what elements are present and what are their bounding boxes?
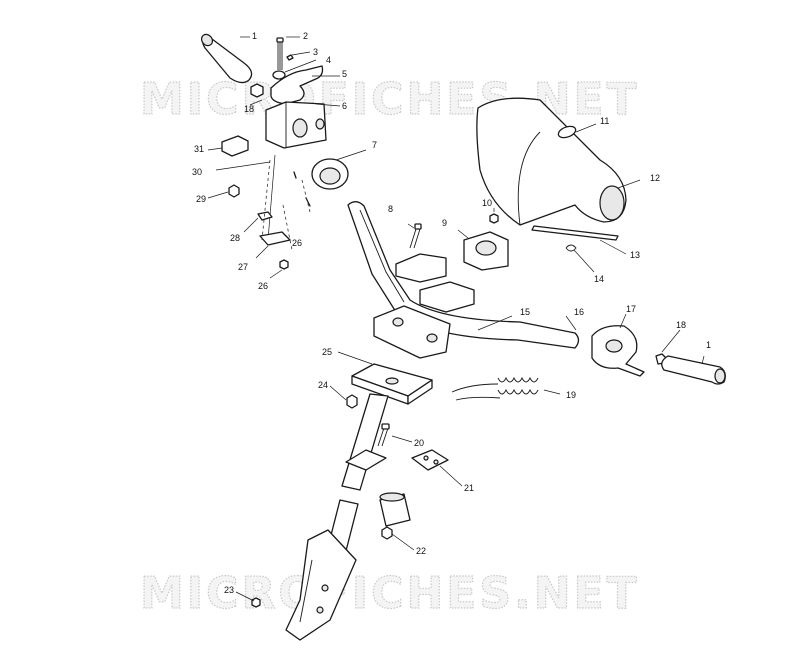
label-part-11	[557, 125, 577, 139]
brake-control-part-17	[591, 325, 645, 377]
callout-1-right: 1	[706, 340, 711, 350]
leader-lines	[207, 36, 705, 602]
callout-5: 5	[342, 69, 347, 79]
callout-12: 12	[650, 173, 660, 183]
callout-4: 4	[326, 55, 331, 65]
bolt-part-20	[377, 423, 390, 447]
callout-1-left: 1	[252, 31, 257, 41]
callout-26-lower: 26	[258, 281, 268, 291]
throttle-housing-part-6	[265, 101, 327, 149]
bolt-part-8	[409, 223, 422, 249]
clip-part-14	[565, 244, 577, 252]
cable-part-30	[267, 154, 276, 241]
callout-25: 25	[322, 347, 332, 357]
callout-9: 9	[442, 218, 447, 228]
callout-27: 27	[238, 262, 248, 272]
bolt-part-2	[276, 37, 284, 70]
clip-part-28	[257, 211, 273, 221]
callout-28: 28	[230, 233, 240, 243]
switch-part-31	[221, 135, 249, 157]
callout-16: 16	[574, 307, 584, 317]
callout-14: 14	[594, 274, 604, 284]
watermark-bottom: MICROFICHES.NET	[140, 568, 640, 619]
callout-labels: 1 2 3 4 5 6 7 8 9 10 11 12 13 14 15 16 1…	[192, 31, 711, 595]
callout-19: 19	[566, 390, 576, 400]
nut-part-24	[346, 394, 358, 409]
assembly-dashes-left	[261, 159, 311, 251]
steering-plate-part-25	[351, 363, 433, 405]
callout-8: 8	[388, 204, 393, 214]
callout-24: 24	[318, 380, 328, 390]
callout-22: 22	[416, 546, 426, 556]
callout-2: 2	[303, 31, 308, 41]
clamp-upper-part-15	[395, 253, 475, 313]
bracket-part-21	[411, 449, 449, 471]
callout-13: 13	[630, 250, 640, 260]
screw-part-3	[286, 54, 294, 61]
callout-18-left: 18	[244, 104, 254, 114]
nut-part-26-lower	[279, 259, 289, 270]
callout-26-upper: 26	[292, 238, 302, 248]
callout-21: 21	[464, 483, 474, 493]
nut-part-29	[228, 184, 240, 198]
tube-part-22	[379, 492, 411, 527]
callout-7: 7	[372, 140, 377, 150]
strap-part-13	[531, 225, 619, 241]
grip-left-part	[200, 33, 253, 84]
nut-part-23	[251, 597, 261, 608]
nut-part-22	[381, 526, 393, 540]
callout-10: 10	[482, 198, 492, 208]
riser-part-15	[373, 305, 451, 359]
plate-part-27	[259, 231, 291, 246]
grip-right-part-1	[661, 355, 726, 385]
callout-3: 3	[313, 47, 318, 57]
callout-17: 17	[626, 304, 636, 314]
callout-31: 31	[194, 144, 204, 154]
callout-20: 20	[414, 438, 424, 448]
clamp-part-9	[463, 231, 509, 271]
callout-18-right: 18	[676, 320, 686, 330]
callout-11: 11	[600, 116, 609, 126]
cable-spring-part-19	[451, 376, 539, 401]
steering-post-part	[285, 393, 389, 641]
callout-29: 29	[196, 194, 206, 204]
watermark-top: MICROFICHES.NET	[140, 74, 640, 125]
callout-30: 30	[192, 167, 202, 177]
callout-6: 6	[342, 101, 347, 111]
nut-part-10	[489, 213, 499, 224]
callout-23: 23	[224, 585, 234, 595]
callout-15: 15	[520, 307, 530, 317]
screw-part-26-upper	[293, 171, 311, 207]
washer-part-4	[272, 70, 286, 80]
collar-part-7	[311, 158, 349, 190]
handlebar-pad-part-12	[476, 97, 627, 226]
throttle-lever-part-5	[270, 65, 324, 105]
nut-part-18-left	[250, 83, 264, 98]
